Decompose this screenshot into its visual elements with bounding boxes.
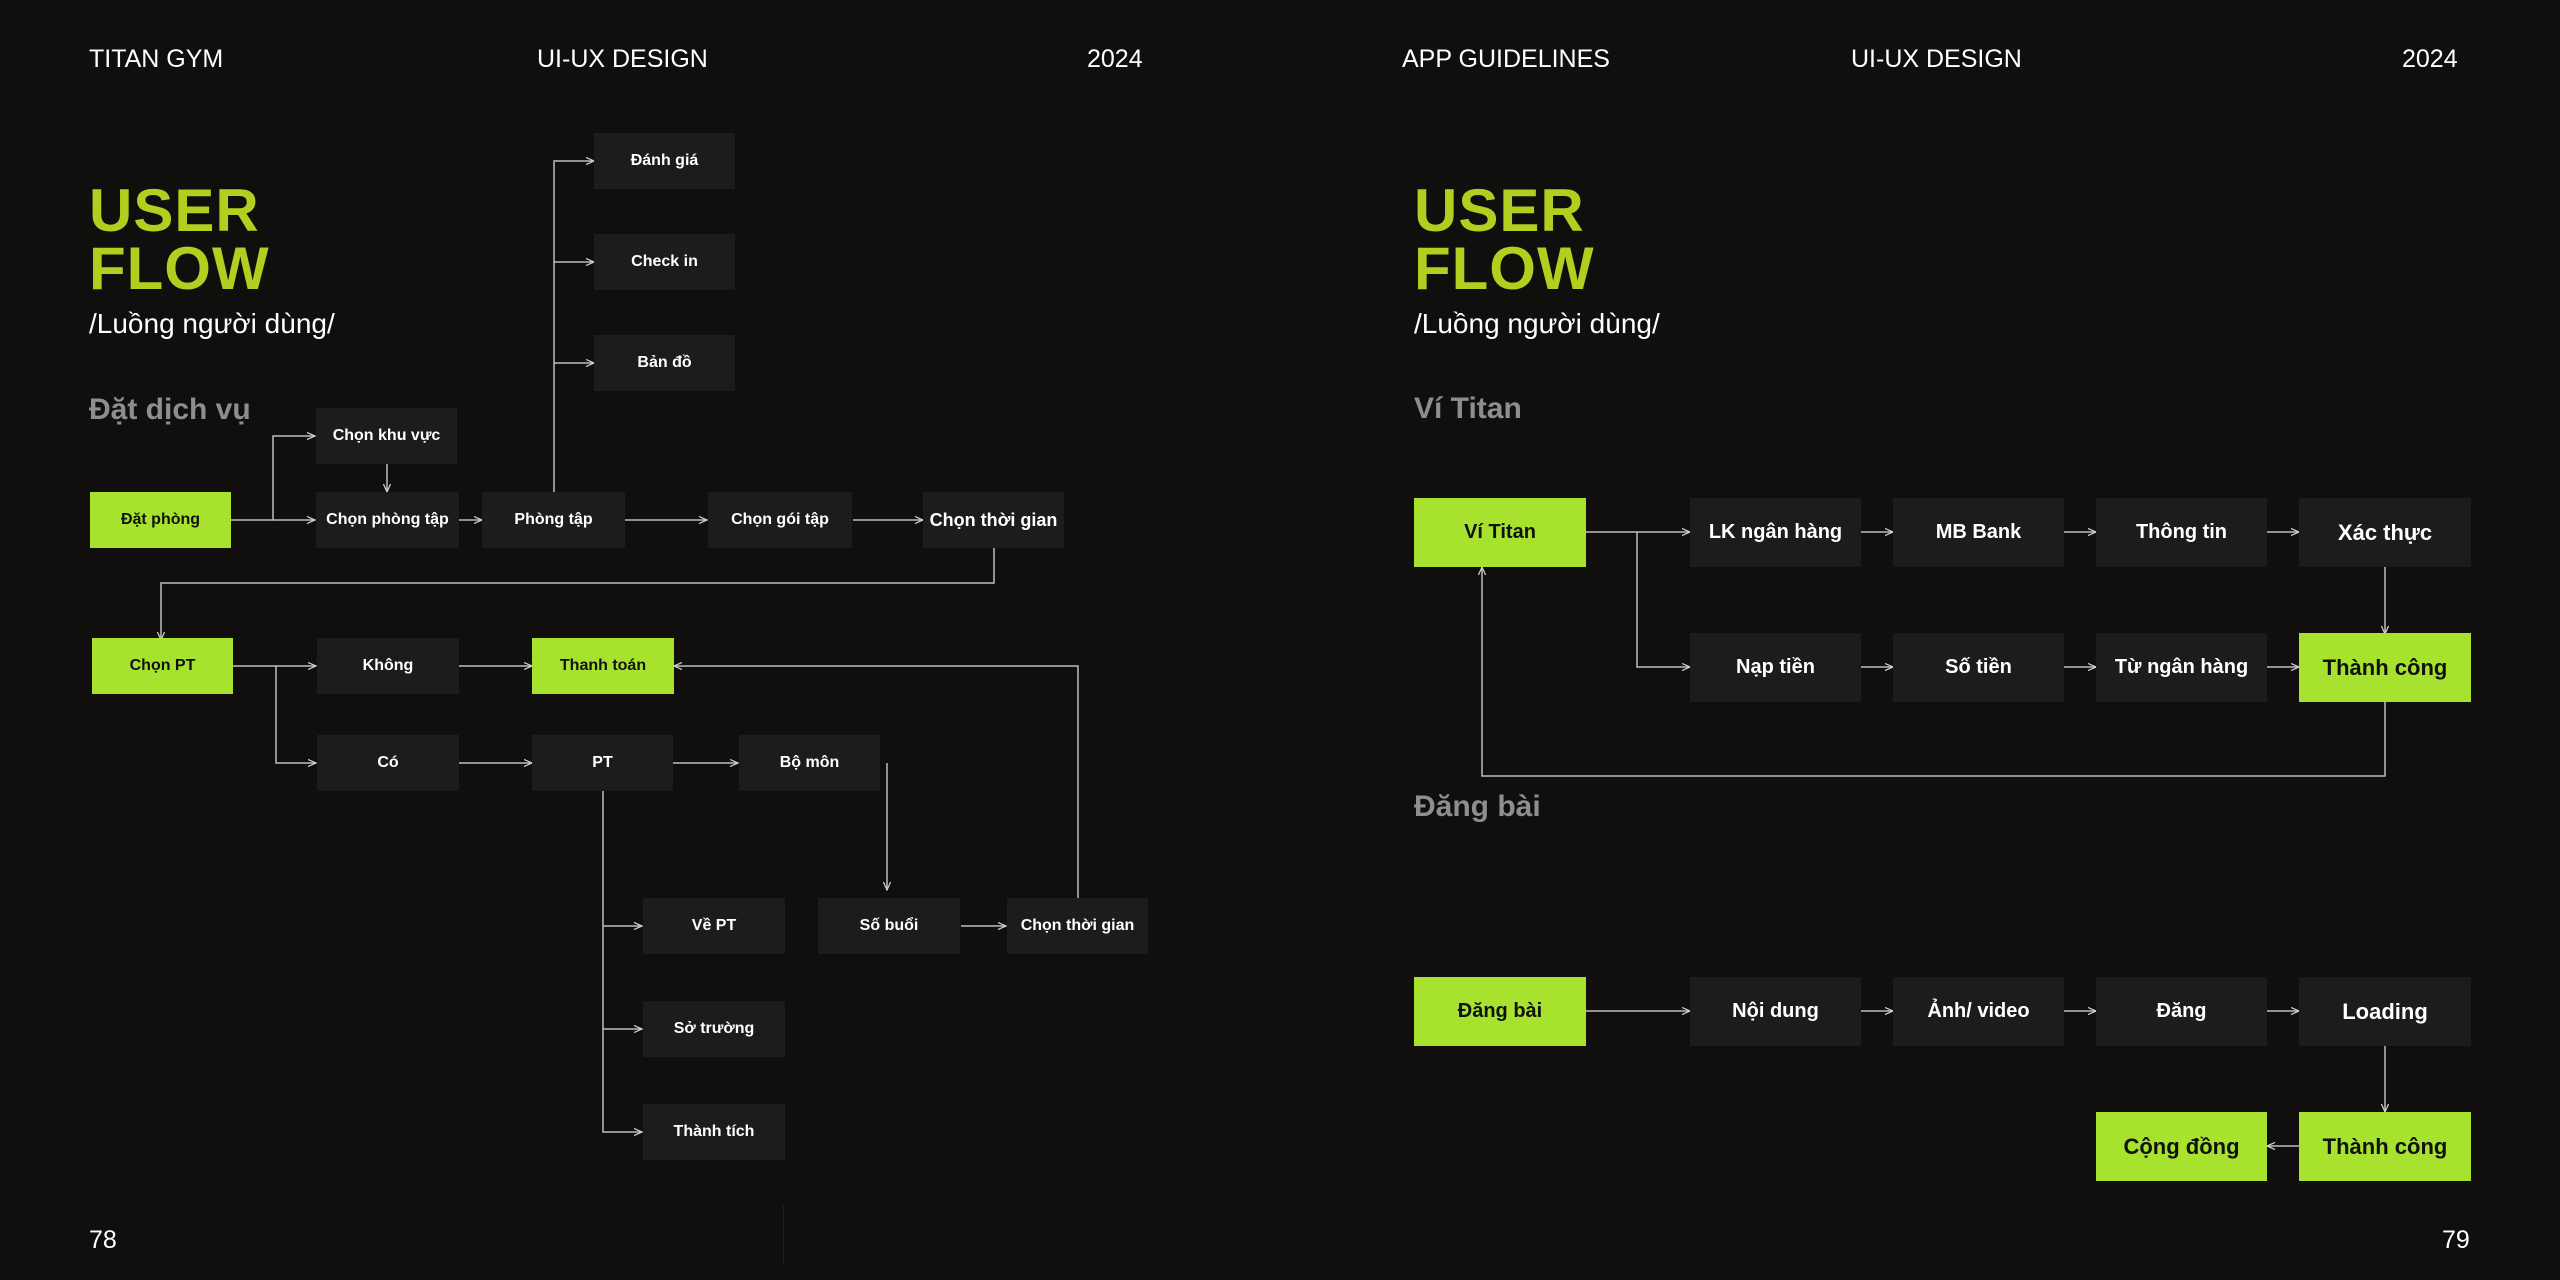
node-anh-video[interactable]: Ảnh/ video: [1893, 977, 2064, 1046]
node-khong[interactable]: Không: [317, 638, 459, 694]
node-xac-thuc[interactable]: Xác thực: [2299, 498, 2471, 567]
node-check-in[interactable]: Check in: [594, 234, 735, 290]
node-chon-pt[interactable]: Chọn PT: [92, 638, 233, 694]
page-subtitle: /Luồng người dùng/: [89, 308, 335, 339]
node-dang[interactable]: Đăng: [2096, 977, 2267, 1046]
node-chon-thoi-gian[interactable]: Chọn thời gian: [923, 492, 1064, 548]
node-co[interactable]: Có: [317, 735, 459, 791]
node-tu-ngan-hang[interactable]: Từ ngân hàng: [2096, 633, 2267, 702]
node-ban-do[interactable]: Bản đồ: [594, 335, 735, 391]
node-nap-tien[interactable]: Nạp tiền: [1690, 633, 1861, 702]
page-number-right: 79: [2442, 1226, 2470, 1254]
node-thanh-cong-1[interactable]: Thành công: [2299, 633, 2471, 702]
page-title-line2-right: FLOW: [1414, 235, 1595, 302]
section-title-dang-bai: Đăng bài: [1414, 790, 1541, 823]
node-dat-phong[interactable]: Đặt phòng: [90, 492, 231, 548]
node-ve-pt[interactable]: Về PT: [643, 898, 785, 954]
page-subtitle-right: /Luồng người dùng/: [1414, 308, 1660, 339]
node-noi-dung[interactable]: Nội dung: [1690, 977, 1861, 1046]
node-dang-bai[interactable]: Đăng bài: [1414, 977, 1586, 1046]
header-brand: TITAN GYM: [89, 45, 224, 73]
section-title-vi-titan: Ví Titan: [1414, 392, 1522, 425]
node-so-buoi[interactable]: Số buổi: [818, 898, 960, 954]
node-cong-dong[interactable]: Cộng đồng: [2096, 1112, 2267, 1181]
header-center: UI-UX DESIGN: [537, 45, 708, 73]
header-brand-right: APP GUIDELINES: [1402, 45, 1610, 73]
node-vi-titan[interactable]: Ví Titan: [1414, 498, 1586, 567]
node-thanh-cong-2[interactable]: Thành công: [2299, 1112, 2471, 1181]
header-year-right: 2024: [2402, 45, 2458, 73]
node-thong-tin[interactable]: Thông tin: [2096, 498, 2267, 567]
node-chon-khu-vuc[interactable]: Chọn khu vực: [316, 408, 457, 464]
section-title: Đặt dịch vụ: [89, 393, 251, 426]
node-thanh-tich[interactable]: Thành tích: [643, 1104, 785, 1160]
page-divider: [783, 1205, 784, 1265]
node-so-truong[interactable]: Sở trường: [643, 1001, 785, 1057]
node-so-tien[interactable]: Số tiền: [1893, 633, 2064, 702]
node-chon-goi-tap[interactable]: Chọn gói tập: [708, 492, 852, 548]
page-title-line1-right: USER: [1414, 177, 1585, 244]
header-center-right: UI-UX DESIGN: [1851, 45, 2022, 73]
node-chon-thoi-gian-2[interactable]: Chọn thời gian: [1007, 898, 1148, 954]
node-bo-mon[interactable]: Bộ môn: [739, 735, 880, 791]
node-chon-phong-tap[interactable]: Chọn phòng tập: [316, 492, 459, 548]
page-number-left: 78: [89, 1226, 117, 1254]
node-mb-bank[interactable]: MB Bank: [1893, 498, 2064, 567]
node-thanh-toan[interactable]: Thanh toán: [532, 638, 674, 694]
page-title-line2: FLOW: [89, 235, 270, 302]
node-lk-ngan-hang[interactable]: LK ngân hàng: [1690, 498, 1861, 567]
node-phong-tap[interactable]: Phòng tập: [482, 492, 625, 548]
node-loading[interactable]: Loading: [2299, 977, 2471, 1046]
header-year: 2024: [1087, 45, 1143, 73]
page-title-line1: USER: [89, 177, 260, 244]
node-pt[interactable]: PT: [532, 735, 673, 791]
node-danh-gia[interactable]: Đánh giá: [594, 133, 735, 189]
